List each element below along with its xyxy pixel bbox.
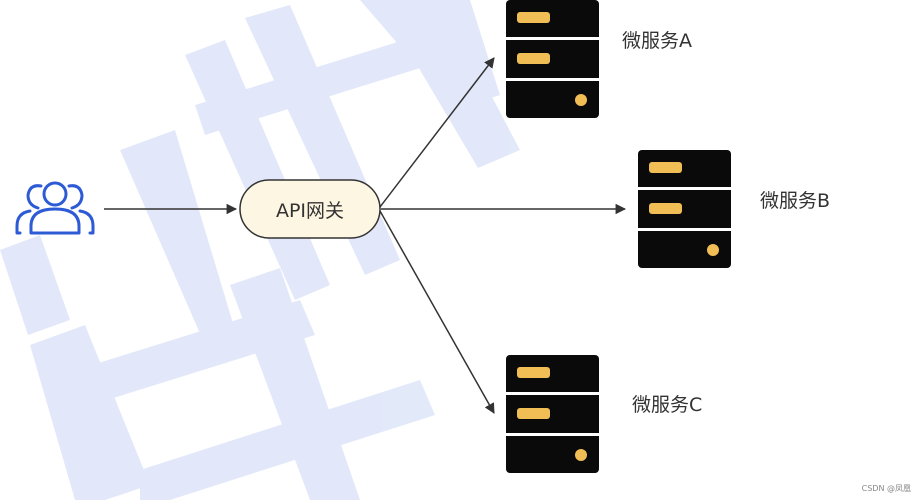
- server-icon: [638, 150, 731, 268]
- server-icon: [506, 0, 599, 118]
- credit-watermark: CSDN @凤凰: [861, 484, 911, 493]
- service-a-label: 微服务A: [622, 30, 692, 52]
- watermark: [0, 0, 520, 500]
- arrow-gateway-to-service-c: [379, 210, 495, 414]
- service-b-label: 微服务B: [760, 190, 831, 212]
- service-c-label: 微服务C: [632, 394, 703, 416]
- arrow-gateway-to-service-a: [379, 57, 495, 208]
- users-icon: [15, 181, 95, 235]
- gateway-node: [239, 179, 381, 239]
- gateway-label: API网关: [275, 199, 345, 222]
- server-icon: [506, 355, 599, 473]
